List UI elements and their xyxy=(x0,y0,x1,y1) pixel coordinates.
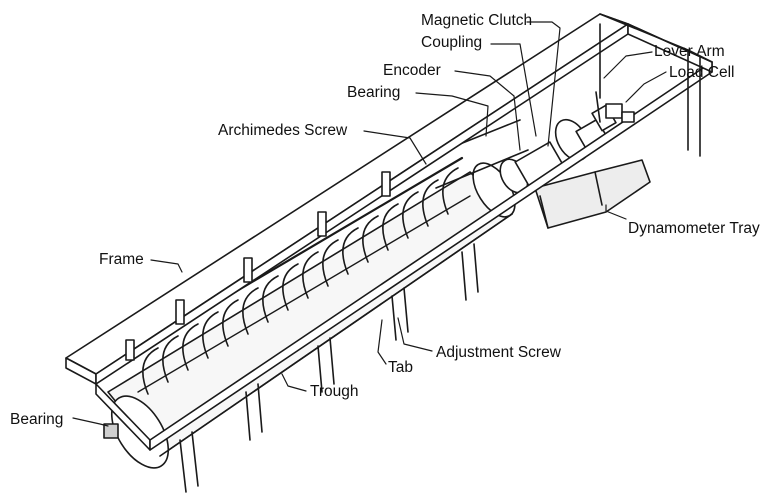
label-coupling: Coupling xyxy=(421,34,483,51)
label-trough: Trough xyxy=(310,383,359,400)
label-bearing-bottom: Bearing xyxy=(10,411,64,428)
label-magnetic-clutch: Magnetic Clutch xyxy=(421,12,533,29)
leader-trough xyxy=(281,373,307,392)
frame-brackets xyxy=(125,171,391,361)
leader-adjustment-screw xyxy=(397,317,433,352)
label-encoder: Encoder xyxy=(383,62,441,79)
label-lever-arm: Lever Arm xyxy=(654,43,725,60)
leader-tab xyxy=(377,319,387,365)
label-bearing-top: Bearing xyxy=(347,84,401,101)
leader-encoder xyxy=(454,70,521,151)
lever-arm-load-cell xyxy=(595,91,635,123)
label-load-cell: Load Cell xyxy=(669,64,735,81)
leader-bearing-bottom xyxy=(72,417,109,427)
leader-bearing-top xyxy=(415,92,489,137)
dynamometer-tray xyxy=(534,159,651,229)
label-tab: Tab xyxy=(388,359,413,376)
archimedes-screw xyxy=(118,156,471,395)
label-frame: Frame xyxy=(99,251,144,268)
leader-magnetic-clutch xyxy=(526,21,561,147)
leader-frame xyxy=(150,259,183,273)
end-bearing xyxy=(103,423,119,439)
leader-lever-arm xyxy=(603,51,653,79)
leader-coupling xyxy=(490,43,537,137)
trough-supports xyxy=(179,243,479,493)
leader-lines xyxy=(72,21,667,427)
leader-archimedes-screw xyxy=(363,130,427,165)
leader-dynamometer-tray xyxy=(605,204,627,220)
leader-load-cell xyxy=(625,71,667,103)
label-dynamometer-tray: Dynamometer Tray xyxy=(628,220,760,237)
label-adjustment-screw: Adjustment Screw xyxy=(436,344,561,361)
label-archimedes-screw: Archimedes Screw xyxy=(218,122,348,139)
frame xyxy=(65,13,713,451)
